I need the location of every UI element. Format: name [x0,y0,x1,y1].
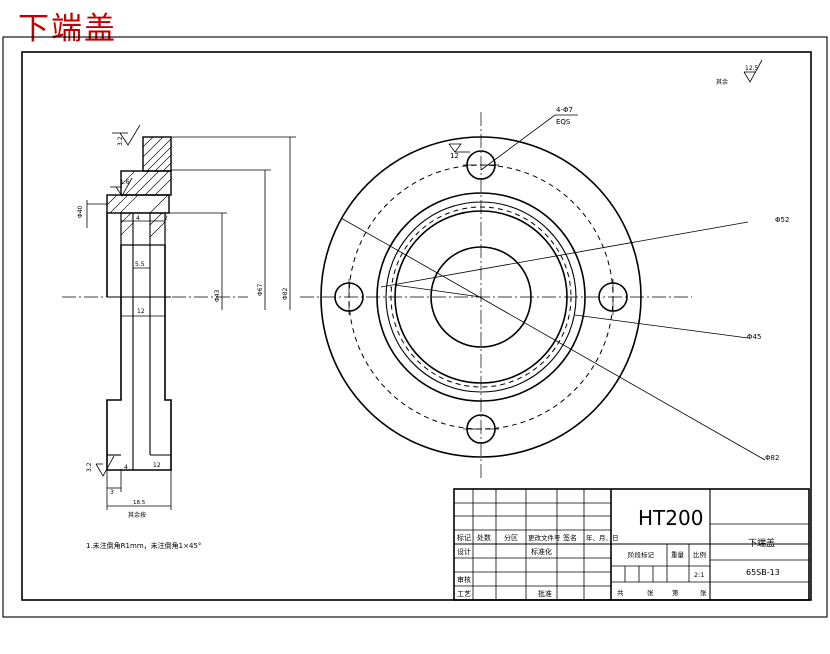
general-roughness-value: 12.5 [745,65,759,72]
dim-left-diameter: Φ40 [77,205,84,218]
dim-phi82-front: Φ82 [282,287,289,300]
outer-border [2,36,828,618]
top-view: 12 4-Φ7 EQS Φ52 Φ45 Φ82 [300,106,789,478]
tb-sheets-2: 张 [700,588,707,597]
dim-phi67: Φ67 [257,283,264,296]
tb-total: 共 [617,588,624,597]
tb-standard: 标准化 [531,547,552,556]
dim-12-bottom: 12 [153,462,161,469]
tb-zone: 分区 [504,533,518,542]
hole-eqs: EQS [556,118,571,126]
dim-phi45: Φ45 [747,333,761,341]
technical-note: 1.未注倒角R1mm，未注倒角1×45° [86,541,201,550]
tb-design: 设计 [457,547,471,556]
roughness-hole-label: 12 [450,152,459,160]
inner-border [21,51,812,601]
tb-sheets-1: 张 [647,588,654,597]
tb-change-doc: 更改文件号 [528,533,561,542]
tb-scale: 比例 [693,550,706,559]
dim-4: 4 [136,215,140,222]
tb-weight: 重量 [671,551,685,559]
tb-drawing-number: 65SB-13 [746,568,780,577]
hatched-section-upper [106,136,172,246]
dim-18-5: 18.5 [133,500,146,506]
general-roughness-label: 其余 [716,78,728,86]
front-view: 3.2 1.6 3.2 Φ40 Φ82 Φ67 Φ43 4 2 5.5 12 [62,124,296,519]
tb-stage: 阶段标记 [628,550,655,559]
dim-2: 2 [164,215,168,222]
tb-process: 工艺 [457,590,471,598]
dim-3: 3 [110,489,114,496]
tb-date: 年、月、日 [586,533,619,542]
tb-review: 审核 [457,575,471,584]
roughness-top: 3.2 [117,136,124,146]
dim-phi82: Φ82 [765,454,779,462]
dim-12-mid: 12 [137,308,145,315]
tb-part-name: 下端盖 [748,537,775,549]
dim-phi52: Φ52 [775,216,789,224]
tb-count: 处数 [477,533,491,542]
dim-5-5: 5.5 [135,261,145,268]
tb-material: HT200 [638,506,703,530]
tb-sign: 签名 [563,533,577,542]
roughness-bottom: 3.2 [86,462,93,472]
tb-no: 第 [672,588,679,597]
dim-phi43: Φ43 [214,289,221,302]
tb-mark: 标记 [457,533,471,542]
title-block: 标记 处数 分区 更改文件号 签名 年、月、日 设计 标准化 审核 工艺 批准 … [453,488,810,601]
page-title: 下端盖 [18,11,117,47]
dim-4-bottom: 4 [124,464,128,471]
hole-callout: 4-Φ7 [556,106,573,114]
tb-scale-value: 2:1 [694,571,704,579]
roughness-inner: 1.6 [120,179,130,186]
tb-approve: 批准 [538,589,552,598]
front-view-caption: 其余按 [128,511,146,519]
general-roughness-note: 其余 12.5 [716,59,763,86]
